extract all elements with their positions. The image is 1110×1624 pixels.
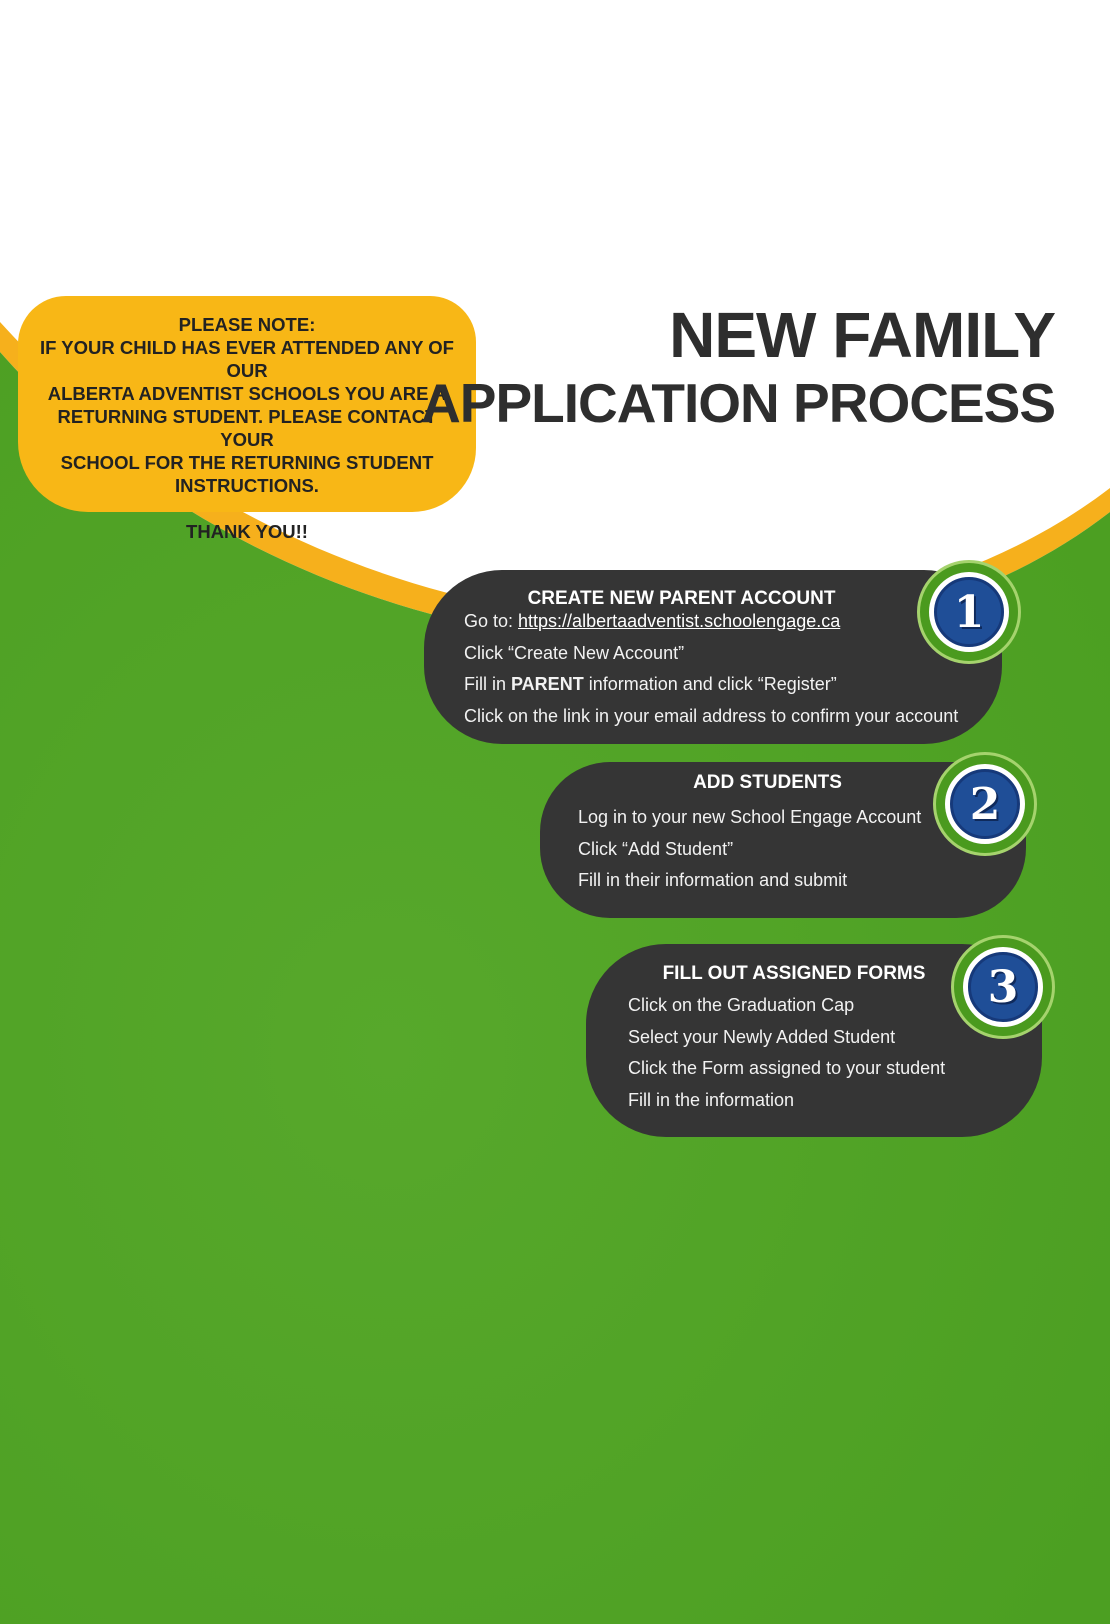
step-line: Log in to your new School Engage Account (578, 807, 922, 827)
title-line-1: NEW FAMILY (669, 299, 1056, 371)
step-number: 2 (950, 769, 1020, 839)
parent-bold: PARENT (511, 674, 584, 694)
school-engage-link[interactable]: https://albertaadventist.schoolengage.ca (518, 611, 841, 631)
step-line: Click “Add Student” (578, 838, 734, 859)
step-number: 3 (968, 952, 1038, 1022)
step-1-card: CREATE NEW PARENT ACCOUNT Go to: https:/… (424, 570, 1002, 744)
step-line: Fill in the information (628, 1089, 795, 1110)
step-line: Click on the link in your email address … (464, 705, 959, 726)
goto-prefix: Go to: (464, 611, 519, 631)
note-line: ALBERTA ADVENTIST SCHOOLS YOU ARE A (47, 383, 447, 404)
step-line: Click on the Graduation Cap (628, 995, 855, 1015)
step-line: Fill in their information and submit (578, 870, 848, 890)
step-line: Click “Create New Account” (464, 642, 685, 663)
page-title: NEW FAMILY APPLICATION PROCESS (421, 298, 1056, 434)
step-heading: ADD STUDENTS (693, 772, 842, 793)
step-2-badge: 2 (933, 752, 1037, 856)
note-line: RETURNING STUDENT. PLEASE CONTACT YOUR (57, 406, 437, 450)
note-line: IF YOUR CHILD HAS EVER ATTENDED ANY OF O… (40, 337, 454, 381)
step-line: Go to: https://albertaadventist.schoolen… (464, 606, 958, 638)
step-3-badge: 3 (951, 935, 1055, 1039)
line-prefix: Fill in (464, 674, 512, 694)
note-thanks: THANK YOU!! (186, 521, 308, 542)
note-line: INSTRUCTIONS. (175, 475, 319, 496)
note-heading: PLEASE NOTE: (178, 314, 316, 335)
note-line: SCHOOL FOR THE RETURNING STUDENT (60, 452, 434, 473)
step-3-card: FILL OUT ASSIGNED FORMS Click on the Gra… (586, 944, 1042, 1137)
step-line: Fill in PARENT information and click “Re… (464, 669, 958, 701)
step-line: Select your Newly Added Student (628, 1026, 896, 1047)
step-heading: FILL OUT ASSIGNED FORMS (662, 963, 926, 984)
step-line: Click the Form assigned to your student (628, 1058, 946, 1078)
step-number: 1 (934, 577, 1004, 647)
step-heading: CREATE NEW PARENT ACCOUNT (527, 588, 836, 609)
please-note-box: PLEASE NOTE: IF YOUR CHILD HAS EVER ATTE… (18, 296, 476, 542)
line-suffix: information and click “Register” (583, 674, 837, 694)
title-line-2: APPLICATION PROCESS (421, 372, 1056, 434)
step-1-badge: 1 (917, 560, 1021, 664)
